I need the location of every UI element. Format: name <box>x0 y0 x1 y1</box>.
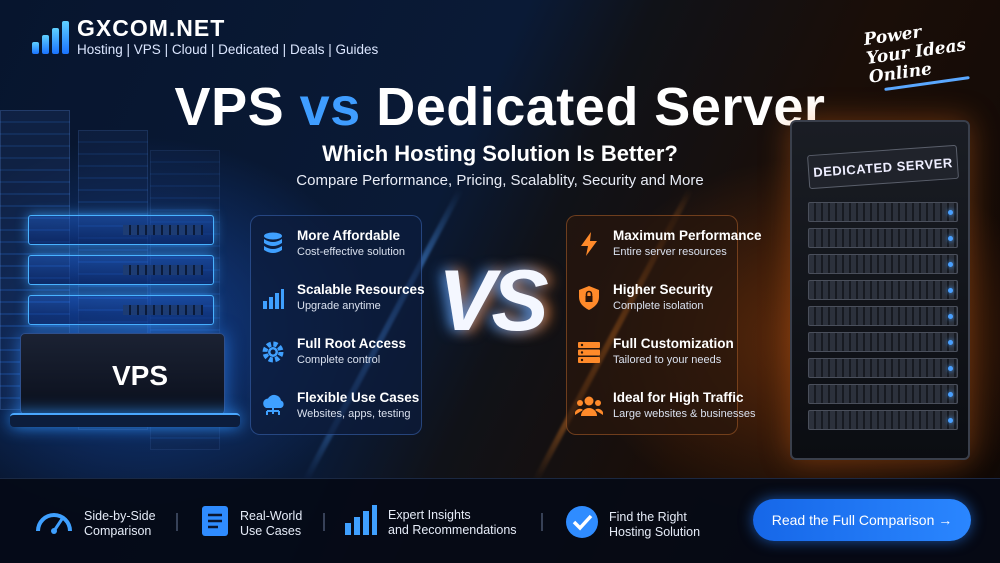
vps-server-unit <box>28 295 214 325</box>
nav-deals[interactable]: Deals <box>289 42 325 57</box>
feature-desc: Complete isolation <box>613 300 704 312</box>
feature-desc: Large websites & businesses <box>613 408 756 420</box>
divider <box>541 513 543 531</box>
title-vps: VPS <box>174 77 285 137</box>
feature-desc: Tailored to your needs <box>613 354 722 366</box>
divider <box>323 513 325 531</box>
subtitle: Which Hosting Solution Is Better? <box>322 141 678 166</box>
server-slot <box>808 306 958 326</box>
brand-nav: Hosting | VPS | Cloud | Dedicated | Deal… <box>77 42 379 57</box>
brand-name: GXCOM.NET <box>77 15 226 41</box>
feature-desc: Websites, apps, testing <box>297 408 411 420</box>
shield-icon <box>575 284 603 312</box>
bottom-feature-line: Hosting Solution <box>609 524 701 539</box>
dedicated-label-plate: DEDICATED SERVER <box>806 144 960 190</box>
nav-guides[interactable]: Guides <box>335 42 379 57</box>
vps-glow-base <box>10 413 240 427</box>
nav-cloud[interactable]: Cloud <box>171 42 208 57</box>
bottom-feature-line: Real-World <box>240 508 303 523</box>
bottom-feature-line: and Recommendations <box>388 522 517 537</box>
cloud-network-icon <box>259 392 287 420</box>
server-slot <box>808 384 958 404</box>
check-circle-icon <box>565 505 599 544</box>
brand[interactable]: GXCOM.NET Hosting | VPS | Cloud | Dedica… <box>32 16 378 57</box>
page-title: VPS vs Dedicated Server <box>0 76 1000 138</box>
server-stack-icon <box>575 338 603 366</box>
feature-title: Maximum Performance <box>613 228 762 243</box>
server-slot <box>808 202 958 222</box>
dedicated-server-illustration: DEDICATED SERVER <box>790 120 970 460</box>
feature-title: More Affordable <box>297 228 401 243</box>
nav-vps[interactable]: VPS <box>133 42 161 57</box>
vs-emblem: VS <box>438 253 549 349</box>
nav-dedicated[interactable]: Dedicated <box>218 42 279 57</box>
feature-title: Higher Security <box>613 282 713 297</box>
bottom-feature-line: Use Cases <box>240 523 302 538</box>
title-dedicated: Dedicated Server <box>376 77 826 137</box>
feature-desc: Entire server resources <box>613 246 727 258</box>
bar-chart-icon <box>344 505 378 540</box>
feature-title: Flexible Use Cases <box>297 390 420 405</box>
document-list-icon <box>200 505 230 542</box>
dedicated-label: DEDICATED SERVER <box>812 154 954 180</box>
nav-hosting[interactable]: Hosting <box>77 42 123 57</box>
server-slot <box>808 358 958 378</box>
feature-title: Full Root Access <box>297 336 407 351</box>
title-vs: vs <box>299 77 361 137</box>
server-slot <box>808 410 958 430</box>
vps-server-unit <box>28 215 214 245</box>
vps-server-unit <box>28 255 214 285</box>
tagline: Compare Performance, Pricing, Scalablity… <box>296 172 704 189</box>
feature-desc: Cost-effective solution <box>297 246 406 258</box>
read-comparison-button[interactable]: Read the Full Comparison → <box>753 499 971 541</box>
feature-desc: Upgrade anytime <box>297 300 381 312</box>
bottom-feature-line: Comparison <box>84 523 152 538</box>
speedometer-icon <box>34 505 74 542</box>
bar-chart-icon <box>259 284 287 312</box>
feature-title: Ideal for High Traffic <box>613 390 744 405</box>
bottom-feature-line: Side-by-Side <box>84 508 156 523</box>
server-slot <box>808 228 958 248</box>
feature-title: Full Customization <box>613 336 734 351</box>
vps-label: VPS <box>112 360 169 391</box>
signal-bars-logo-icon <box>32 20 69 54</box>
gear-icon <box>259 338 287 366</box>
server-slot <box>808 332 958 352</box>
server-slot <box>808 254 958 274</box>
bottom-feature-line: Expert Insights <box>388 507 471 522</box>
lightning-icon <box>575 230 603 258</box>
divider <box>176 513 178 531</box>
vps-server-illustration: VPS <box>10 215 240 455</box>
server-slot <box>808 280 958 300</box>
bottom-feature-line: Find the Right <box>609 509 687 524</box>
database-icon <box>259 230 287 258</box>
feature-desc: Complete control <box>297 354 381 366</box>
feature-title: Scalable Resources <box>297 282 425 297</box>
users-icon <box>575 392 603 420</box>
